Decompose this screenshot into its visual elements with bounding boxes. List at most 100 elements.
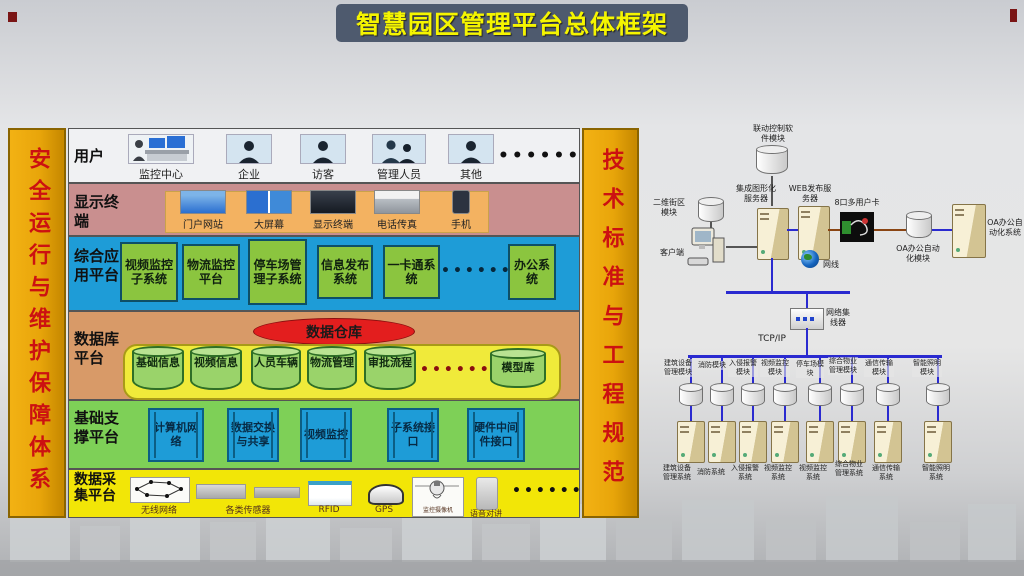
- terminal-item-bigscreen: 大屏幕: [244, 190, 294, 231]
- user-item-label: 其他: [460, 168, 482, 181]
- ellipsis-dots: ••••••: [512, 483, 584, 499]
- layer-support-label: 基础支撑平台: [74, 409, 120, 446]
- person-icon: [226, 134, 272, 164]
- intercom-image: [476, 477, 498, 510]
- multiuser-card-icon: [840, 212, 874, 246]
- system-server: [708, 421, 736, 463]
- bus-line: [726, 291, 850, 294]
- terminal-item-display: 显示终端: [308, 190, 358, 231]
- branch-line: [819, 406, 821, 422]
- multiuser-card-label: 8口多用户卡: [834, 198, 880, 207]
- branch-line: [784, 406, 786, 422]
- terminal-item-label: 电话传真: [377, 220, 417, 231]
- module-cylinder: [710, 383, 734, 406]
- system-label: 视频监控系统: [764, 464, 792, 481]
- oa-module-label: OA办公自动化模块: [896, 244, 940, 263]
- mobile-phone-icon: [452, 190, 470, 214]
- collect-item-label: 语音对讲: [470, 509, 502, 518]
- app-box: 停车场管理子系统: [248, 239, 307, 305]
- corner-marker: [8, 12, 17, 22]
- module-cylinder: [876, 383, 900, 406]
- app-box: 视频监控子系统: [120, 242, 178, 302]
- layer-collect-label: 数据采集平台: [74, 472, 116, 505]
- city-skyline: [0, 490, 1024, 576]
- user-item-monitoring-center: 监控中心: [128, 134, 194, 182]
- system-server: [739, 421, 767, 463]
- collect-item-label: RFID: [318, 505, 340, 515]
- system-label: 综合物业管理系统: [835, 460, 863, 477]
- system-server: [677, 421, 705, 463]
- oa-system-label: OA办公自动化系统: [987, 218, 1023, 237]
- system-server: [771, 421, 799, 463]
- branch-line: [887, 406, 889, 422]
- system-label: 视频监控系统: [799, 464, 827, 481]
- block2d-module-cylinder: [698, 197, 724, 222]
- db-cylinder-label: 物流管理: [310, 356, 354, 369]
- terminal-item-label: 显示终端: [313, 220, 353, 231]
- db-cylinder: 模型库: [490, 348, 546, 388]
- graphics-server: [757, 208, 789, 260]
- person-icon: [448, 134, 494, 164]
- system-label: 通信传输系统: [872, 464, 900, 481]
- db-cylinder: 人员车辆: [251, 346, 301, 390]
- sensor-image: [254, 487, 300, 498]
- user-item-enterprise: 企业: [226, 134, 272, 182]
- oa-module-cylinder: [906, 211, 932, 238]
- terminal-item-fax: 电话传真: [372, 190, 422, 231]
- monitoring-center-icon: [128, 134, 194, 164]
- web-server-label: WEB发布服务器: [788, 184, 832, 203]
- connector-line: [932, 229, 952, 231]
- ellipsis-dots: ••••••: [498, 146, 582, 166]
- db-cylinder-label: 基础信息: [136, 356, 180, 369]
- network-cable-label: 网线: [823, 260, 839, 269]
- app-box: 办公系统: [508, 244, 556, 300]
- db-cylinder-label: 人员车辆: [254, 356, 298, 369]
- module-cylinder: [926, 383, 950, 406]
- db-cylinder-label: 视频信息: [194, 356, 238, 369]
- branch-line: [752, 406, 754, 422]
- linkage-module-cylinder: [756, 145, 788, 174]
- display-terminal-icon: [310, 190, 356, 214]
- system-server: [806, 421, 834, 463]
- support-box: 计算机网络: [148, 408, 204, 462]
- layer-users-label: 用户: [74, 147, 105, 165]
- module-cylinder: [773, 383, 797, 406]
- rfid-image: [308, 481, 352, 506]
- left-pillar: 安全运行与维护保障体系: [8, 128, 66, 518]
- tcpip-label: TCP/IP: [758, 334, 786, 344]
- terminal-item-portal: 门户网站: [178, 190, 228, 231]
- support-box: 数据交换与共享: [227, 408, 279, 462]
- module-label: 建筑设备管理模块: [663, 359, 693, 377]
- user-item-label: 监控中心: [139, 168, 183, 181]
- db-cylinder-label: 审批流程: [368, 356, 412, 369]
- module-label: 通信传输模块: [864, 359, 894, 377]
- system-server: [874, 421, 902, 463]
- app-box: 一卡通系统: [383, 245, 440, 299]
- system-server: [924, 421, 952, 463]
- branch-line: [690, 406, 692, 422]
- connector-line: [787, 229, 798, 231]
- module-cylinder: [741, 383, 765, 406]
- system-label: 建筑设备管理系统: [663, 464, 691, 481]
- client-pc-icon: [686, 226, 726, 274]
- right-pillar: 技术标准与工程规范: [582, 128, 639, 518]
- person-icon: [300, 134, 346, 164]
- oa-server: [952, 204, 986, 258]
- terminal-item-label: 门户网站: [183, 220, 223, 231]
- terminal-item-mobile: 手机: [436, 190, 486, 231]
- layer-display-label: 显示终端: [74, 193, 120, 230]
- user-item-label: 访客: [312, 168, 334, 181]
- user-item-other: 其他: [448, 134, 494, 182]
- connector-line: [828, 229, 840, 231]
- internet-globe-icon: [801, 250, 819, 268]
- module-label: 消防模块: [698, 361, 726, 370]
- right-pillar-label: 技术标准与工程规范: [598, 147, 624, 499]
- two-person-icon: [372, 134, 426, 164]
- collect-item-label: GPS: [374, 505, 394, 515]
- gps-image: [368, 484, 404, 505]
- phone-fax-icon: [374, 190, 420, 214]
- big-screen-icon: [246, 190, 292, 214]
- connector-line: [771, 176, 773, 206]
- left-pillar-label: 安全运行与维护保障体系: [25, 147, 50, 499]
